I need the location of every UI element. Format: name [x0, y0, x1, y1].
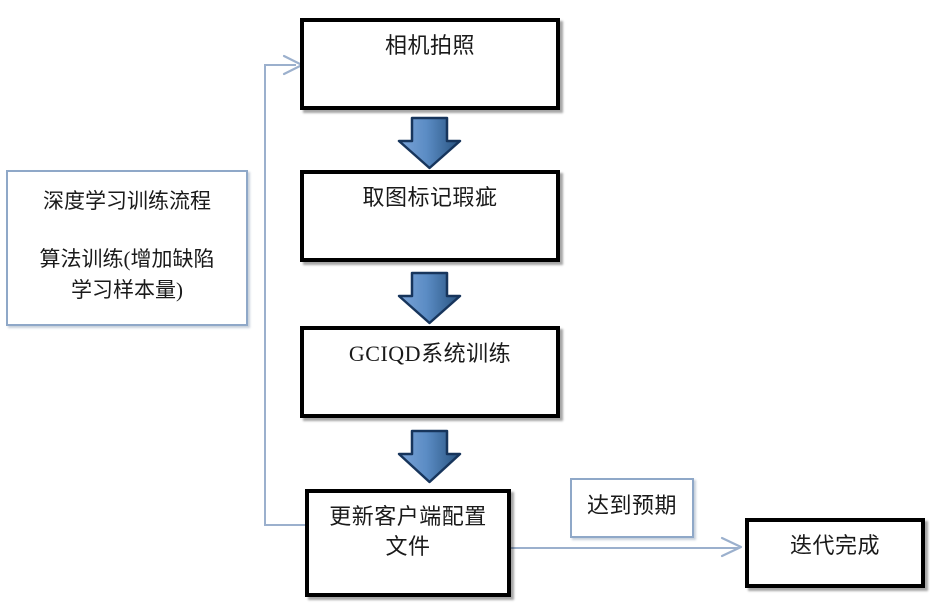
feedback-line-horizontal-bottom: [264, 524, 306, 526]
node-mark-defects-label: 取图标记瑕疵: [362, 185, 498, 210]
node-camera-capture[interactable]: 相机拍照: [300, 18, 560, 110]
node-meets-expectation-label: 达到预期: [586, 493, 677, 518]
node-mark-defects[interactable]: 取图标记瑕疵: [300, 170, 560, 262]
feedback-line-vertical: [264, 64, 266, 525]
panel-line-2: 算法训练(增加缺陷 学习样本量): [39, 247, 215, 302]
deep-learning-training-process-panel[interactable]: 深度学习训练流程 算法训练(增加缺陷 学习样本量): [6, 170, 248, 326]
arrow-mark-to-training-icon: [397, 271, 462, 325]
node-gciqd-training-label: GCIQD系统训练: [348, 341, 512, 366]
node-camera-capture-label: 相机拍照: [384, 33, 475, 58]
node-iteration-complete[interactable]: 迭代完成: [745, 518, 925, 588]
panel-line-1: 深度学习训练流程: [43, 189, 211, 213]
node-gciqd-training[interactable]: GCIQD系统训练: [300, 326, 560, 418]
node-meets-expectation[interactable]: 达到预期: [570, 478, 694, 538]
node-update-client-config-label: 更新客户端配置 文件: [329, 504, 487, 559]
success-line-horizontal: [510, 547, 738, 549]
arrow-camera-to-mark-icon: [397, 116, 462, 170]
node-iteration-complete-label: 迭代完成: [789, 533, 880, 558]
node-update-client-config[interactable]: 更新客户端配置 文件: [305, 489, 511, 597]
feedback-line-horizontal-top: [264, 64, 296, 66]
arrow-training-to-config-icon: [397, 429, 462, 484]
